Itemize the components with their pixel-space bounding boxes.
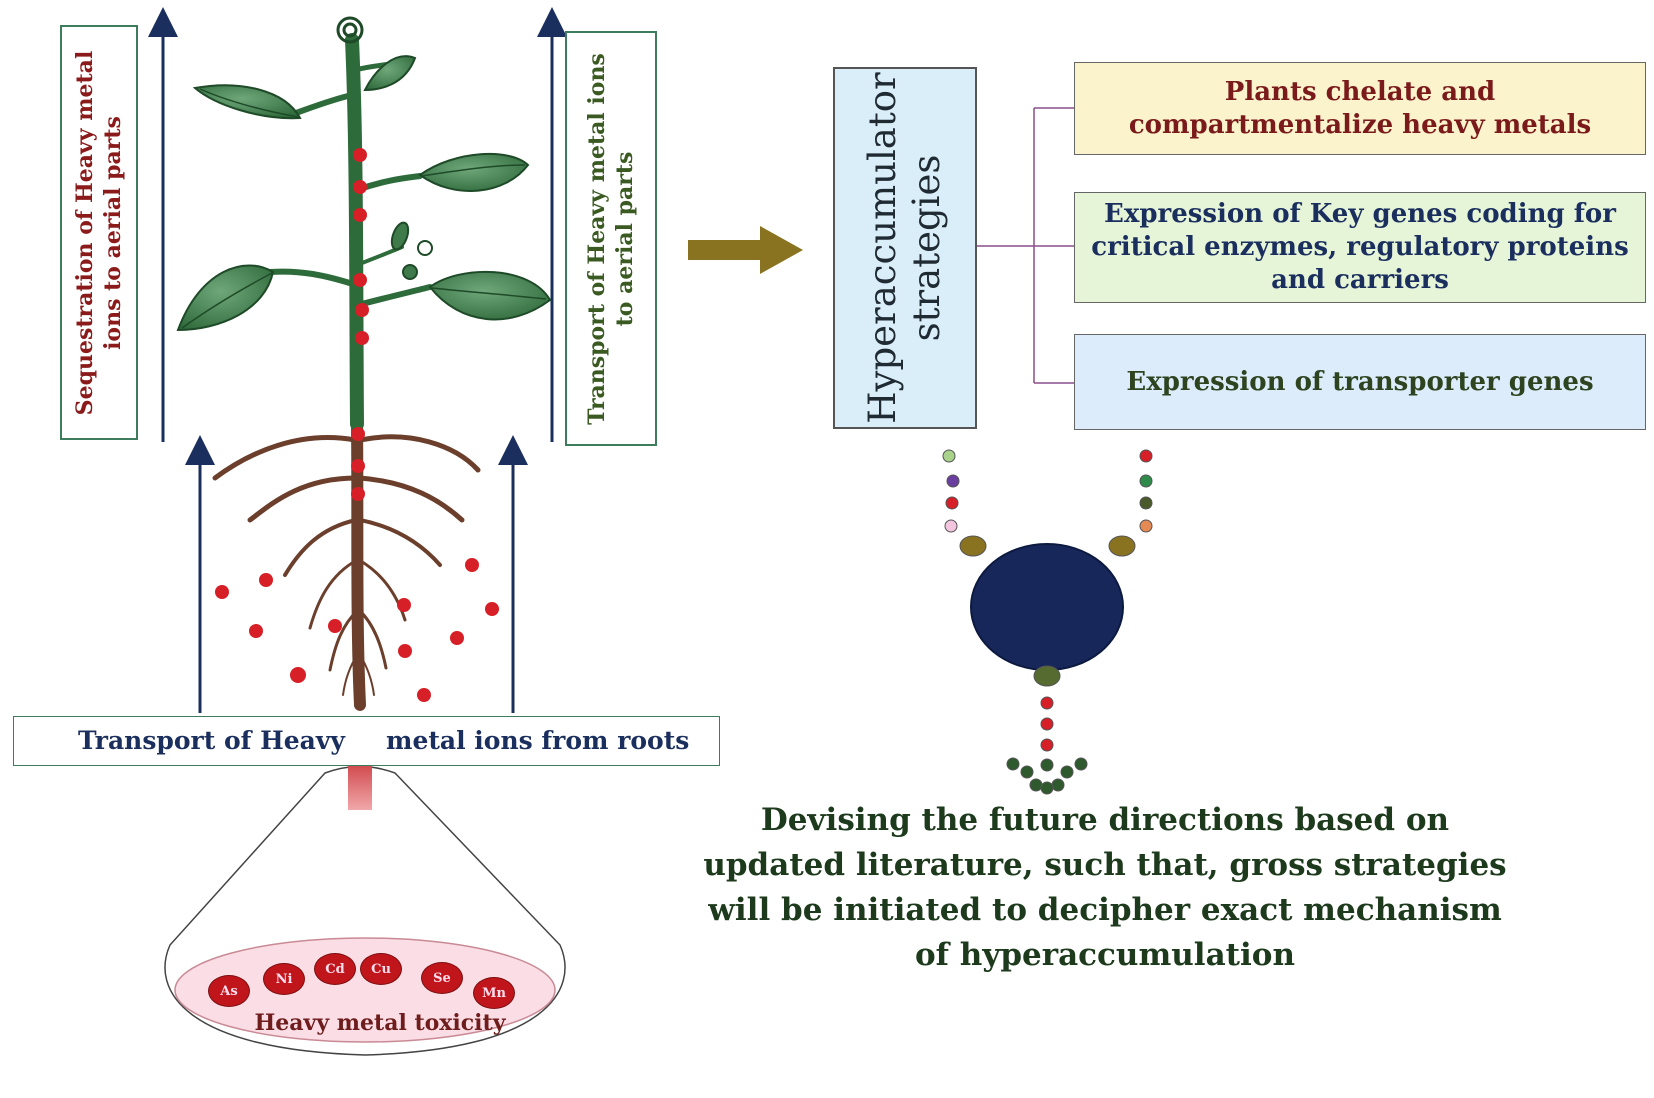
sequestration-box: Sequestration of Heavy metal ions to aer… bbox=[60, 25, 138, 440]
apical-bud bbox=[336, 16, 364, 44]
ions-in-stem bbox=[351, 148, 369, 501]
strategy-key-genes-text: Expression of Key genes coding for criti… bbox=[1091, 199, 1629, 295]
bracket-lines bbox=[977, 107, 1074, 384]
strategy-transporter-genes: Expression of transporter genes bbox=[1074, 334, 1646, 430]
sequestration-label: Sequestration of Heavy metal ions to aer… bbox=[72, 50, 126, 415]
ions-in-soil bbox=[215, 558, 499, 702]
bead-necklace bbox=[942, 449, 1153, 795]
metal-ion-chip: As bbox=[208, 975, 250, 1007]
upward-arrows bbox=[148, 7, 567, 713]
leaves bbox=[176, 55, 552, 332]
metal-ion-chip: Ni bbox=[263, 963, 305, 995]
leaf-veins bbox=[181, 88, 547, 329]
conclusion-text: Devising the future directions based on … bbox=[703, 802, 1507, 973]
roots bbox=[212, 414, 481, 711]
strategy-chelation-text: Plants chelate and compartmentalize heav… bbox=[1128, 76, 1592, 140]
transport-aerial-box: Transport of Heavy metal ions to aerial … bbox=[565, 31, 657, 446]
metal-ion-chip: Cu bbox=[360, 953, 402, 985]
strategy-chelation: Plants chelate and compartmentalize heav… bbox=[1074, 62, 1646, 155]
transport-aerial-label: Transport of Heavy metal ions to aerial … bbox=[584, 52, 638, 425]
hyperaccumulator-box: Hyperaccumulator strategies bbox=[833, 67, 977, 429]
hyperaccumulator-label: Hyperaccumulator strategies bbox=[861, 72, 948, 424]
strategy-transporter-genes-text: Expression of transporter genes bbox=[1126, 366, 1594, 397]
metal-ion-chip: Se bbox=[421, 962, 463, 994]
toxicity-dish bbox=[174, 937, 556, 1043]
pointer-arrow bbox=[688, 226, 803, 274]
strategy-key-genes: Expression of Key genes coding for criti… bbox=[1074, 192, 1646, 303]
metal-ion-chip: Mn bbox=[473, 977, 515, 1009]
root-transport-right-text: metal ions from roots bbox=[386, 726, 690, 755]
metal-ion-chip: Cd bbox=[314, 953, 356, 985]
root-transport-bar: Transport of Heavy metal ions from roots bbox=[13, 716, 720, 766]
central-disc bbox=[970, 543, 1124, 671]
root-transport-left-text: Transport of Heavy bbox=[78, 726, 345, 755]
buds bbox=[390, 221, 433, 280]
toxicity-label: Heavy metal toxicity bbox=[254, 1010, 506, 1036]
